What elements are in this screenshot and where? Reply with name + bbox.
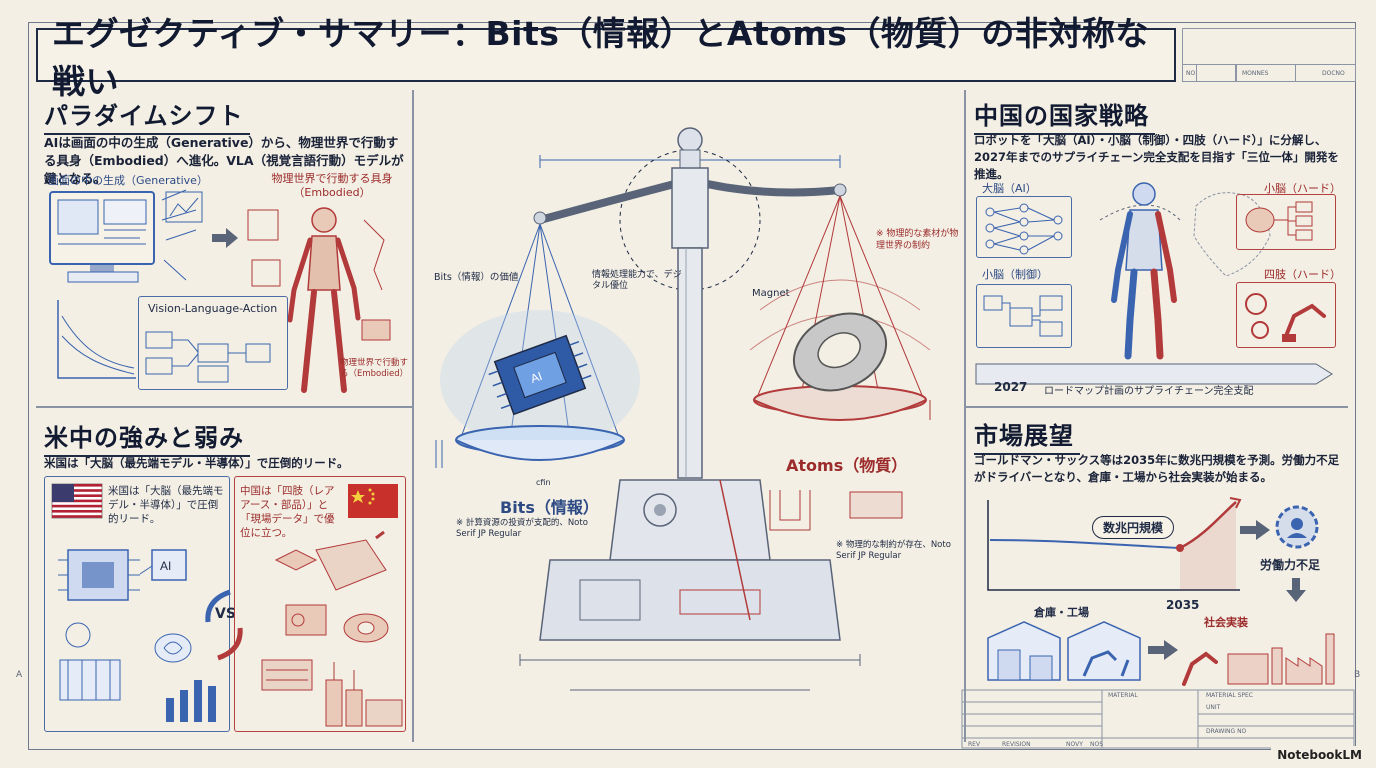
dim-cfin: cfin — [536, 478, 551, 487]
tb-unit: UNIT — [1206, 704, 1221, 711]
page-title: エグゼクティブ・サマリー：Bits（情報）とAtoms（物質）の非対称な戦い — [36, 14, 1176, 101]
tb-revision: REVISION — [1002, 741, 1031, 748]
title-block-bottom — [961, 689, 1355, 749]
vs-label: VS — [215, 606, 236, 622]
market-growth-chart — [987, 497, 1242, 591]
center-top-note: 情報処理能力で、デジタル優位 — [592, 270, 682, 291]
bits-note: ※ 計算資源の投資が支配的、Noto Serif JP Regular — [456, 518, 588, 539]
tri-unit-robot-icon — [1099, 182, 1181, 360]
magnet-label: Magnet — [752, 288, 790, 299]
tb-material-spec: MATERIAL SPEC — [1206, 692, 1253, 699]
uschina-heading: 米中の強みと弱み — [44, 418, 250, 457]
arrow-right-icon — [212, 228, 238, 248]
china-strategy-heading: 中国の国家戦略 — [974, 96, 1155, 135]
atoms-note: ※ 物理的な制約が存在、Noto Serif JP Regular — [836, 540, 951, 561]
factory-icon — [1182, 633, 1335, 686]
title-block-top: NO MONNES DOCNO — [1182, 28, 1356, 82]
atoms-label: Atoms（物質） — [786, 456, 908, 475]
warehouse-icon — [987, 621, 1141, 681]
vs-arrows-icon — [205, 589, 243, 661]
divider — [412, 90, 414, 742]
us-panel — [44, 476, 230, 732]
limbs-box — [1236, 282, 1336, 348]
robot-arm-gears-icon — [1245, 293, 1326, 342]
us-text: 米国は「大脳（最先端モデル・半導体）」で圧倒的リード。 — [108, 485, 224, 525]
page-title-text: エグゼクティブ・サマリー：Bits（情報）とAtoms（物質）の非対称な戦い — [52, 14, 1149, 101]
divider — [964, 90, 966, 742]
roadmap-year: 2027 — [994, 380, 1028, 394]
tb-drawing-no: DRAWING NO — [1206, 728, 1247, 735]
tb-rev: REV — [968, 741, 981, 748]
balance-scale-illustration: AI — [435, 127, 931, 691]
arrow-right-icon — [1240, 520, 1270, 540]
svg-text:AI: AI — [529, 369, 544, 386]
china-panel — [234, 476, 406, 732]
cerebellum-label: 小脳（制御） — [982, 268, 1048, 281]
brain-label: 大脳（AI） — [982, 182, 1037, 195]
china-text: 中国は「四肢（レアアース・部品）」と「現場データ」で優位に立つ。 — [240, 485, 335, 539]
tb-material: MATERIAL — [1108, 692, 1138, 699]
tb-nos: NOS — [1090, 741, 1104, 748]
china-strategy-body: ロボットを「大脳（AI）・小脳（制御）・四肢（ハード）」に分解し、2027年まで… — [974, 133, 1339, 181]
notebooklm-brand: NotebookLM — [1271, 746, 1368, 764]
labor-gear-icon — [1275, 505, 1319, 549]
drawing-frame — [28, 22, 1356, 750]
neural-net-icon — [985, 203, 1063, 255]
divider — [36, 406, 412, 408]
cerebellum-box — [976, 284, 1072, 348]
china-flag-icon — [348, 484, 398, 518]
ai-chip-label: AI — [160, 559, 171, 573]
arrow-down-icon — [1286, 578, 1306, 602]
humanoid-robot-icon — [247, 207, 391, 393]
bits-small-label: Bits（情報）の価値 — [434, 272, 519, 283]
divider — [964, 406, 1348, 408]
tb-docno: DOCNO — [1322, 70, 1345, 77]
paradigm-body: AIは画面の中の生成（Generative）から、物理世界で行動する具身（Emb… — [44, 135, 404, 186]
brain-control-icon — [1245, 201, 1313, 241]
computer-monitor-icon — [49, 189, 203, 283]
limbs-top-box — [1236, 194, 1336, 250]
us-semiconductor-illustration: AI — [58, 549, 216, 722]
bits-label: Bits（情報） — [500, 498, 599, 517]
circuit-icon — [983, 295, 1063, 337]
center-right-note: ※ 物理的な素材が物理世界の制約 — [876, 229, 959, 251]
arrow-right-icon — [1148, 640, 1178, 660]
embodied-label: 物理世界で行動する具身（Embodied） — [271, 172, 393, 199]
market-bubble: 数兆円規模 — [1092, 516, 1175, 539]
tb-no: NO — [1186, 70, 1196, 77]
decline-chart-icon — [57, 300, 136, 379]
market-body: ゴールドマン・サックス等は2035年に数兆円規模を予測。労働力不足がドライバーと… — [974, 453, 1340, 484]
china-map-icon — [1193, 192, 1271, 277]
labor-label: 労働力不足 — [1260, 558, 1321, 572]
limbs-label: 四肢（ハード） — [1264, 268, 1341, 281]
uschina-body: 米国は「大脳（最先端モデル・半導体）」で圧倒的リード。 — [44, 456, 349, 470]
paradigm-heading: パラダイムシフト — [44, 96, 250, 135]
social-label: 社会実装 — [1204, 616, 1248, 629]
vla-flow-diagram — [145, 331, 271, 383]
roadmap-arrow — [975, 363, 1333, 385]
vla-box — [138, 296, 288, 390]
china-materials-illustration — [261, 530, 403, 727]
warehouse-label: 倉庫・工場 — [1034, 606, 1089, 619]
vla-label: Vision-Language-Action — [148, 302, 278, 315]
generative-label: 画面の中の生成（Generative） — [48, 174, 208, 187]
us-flag-icon — [51, 483, 103, 519]
market-year: 2035 — [1166, 598, 1200, 612]
embodied-small-label: 物理世界で行動する（Embodied） — [340, 358, 409, 379]
market-heading: 市場展望 — [974, 416, 1080, 455]
tb-novy: NOVY — [1066, 741, 1083, 748]
tb-monnes: MONNES — [1242, 70, 1269, 77]
limbs-top-label: 小脳（ハード） — [1264, 182, 1341, 195]
brain-box — [976, 196, 1072, 258]
roadmap-text: ロードマップ計画のサプライチェーン完全支配 — [1044, 386, 1254, 397]
